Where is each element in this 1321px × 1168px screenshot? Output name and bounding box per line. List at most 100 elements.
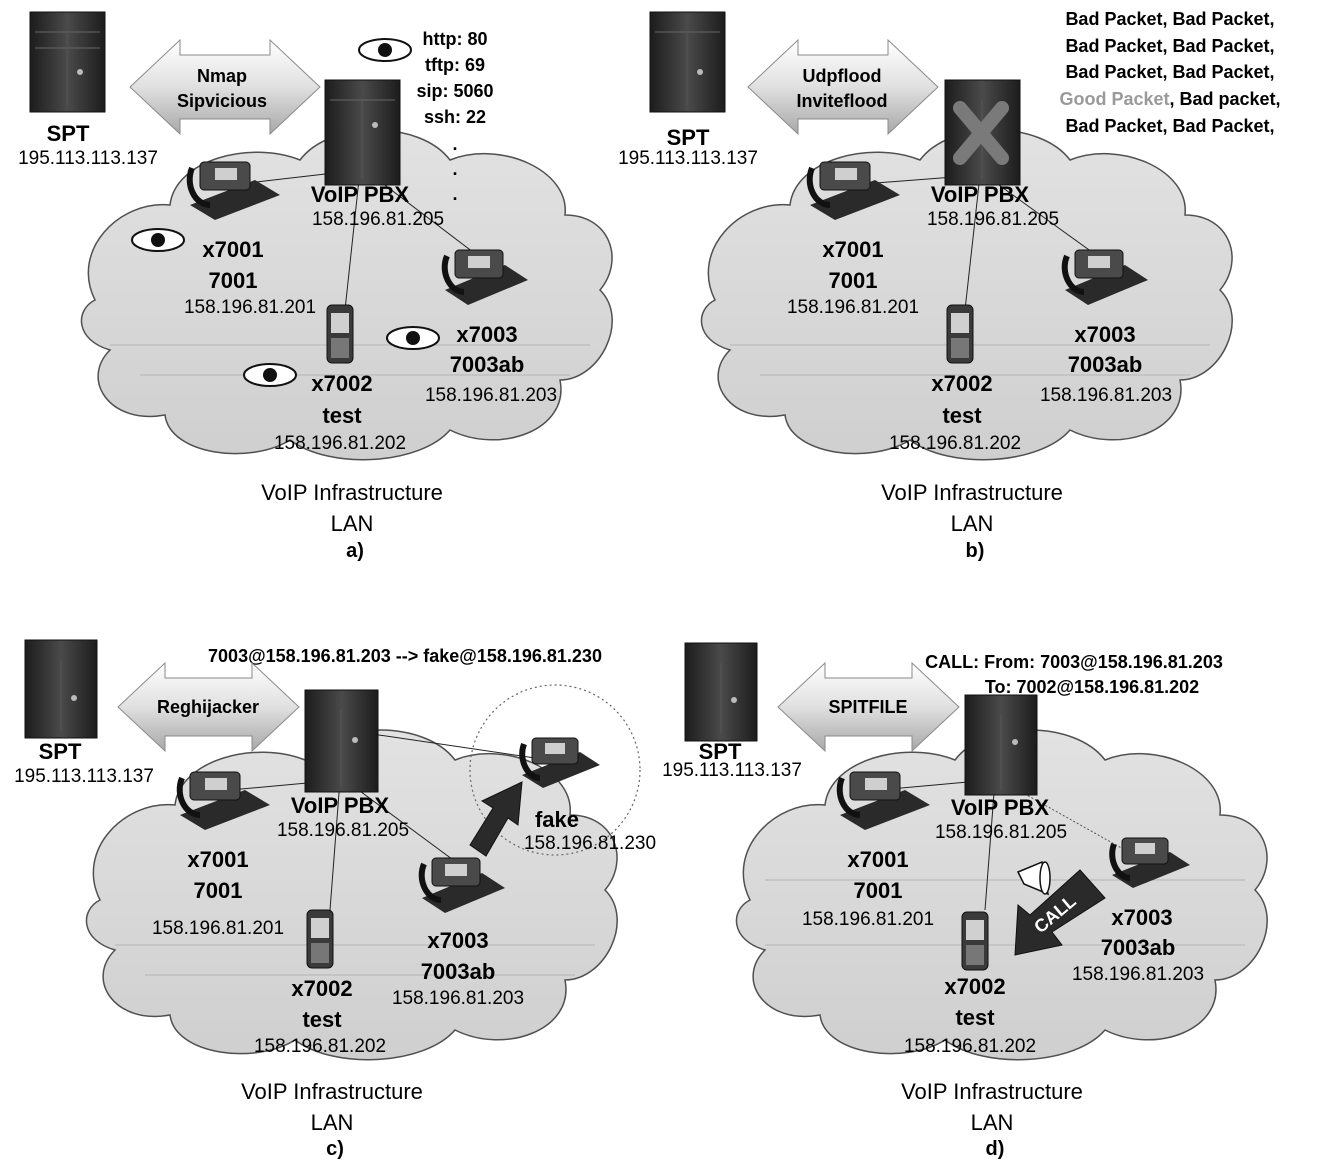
phone-secret: 7001: [829, 268, 878, 293]
infra-label: VoIP Infrastructure: [241, 1079, 423, 1104]
panel-c: SPT 195.113.113.137 7003@158.196.81.203 …: [14, 639, 656, 1160]
phone-ip: 158.196.81.201: [787, 297, 919, 318]
attacker-ip: 195.113.113.137: [618, 148, 758, 169]
desk-phone-icon: [806, 161, 900, 220]
eye-icon: [386, 326, 440, 350]
phone-ip: 158.196.81.201: [152, 918, 284, 939]
pbx-name: VoIP PBX: [311, 182, 410, 207]
phone-secret: 7003ab: [1068, 352, 1143, 377]
packet-text: , Bad packet,: [1169, 89, 1280, 109]
phone-ip: 158.196.81.202: [274, 433, 406, 454]
attacker-server: [29, 11, 106, 113]
phone-ip: 158.196.81.203: [1072, 964, 1204, 985]
tool-label-1: SPITFILE: [828, 697, 907, 717]
lan-label: LAN: [311, 1110, 354, 1135]
tool-label-1: Reghijacker: [157, 697, 259, 717]
port-item: .: [452, 184, 457, 204]
desk-phone-icon: [1061, 249, 1148, 305]
port-item: ssh: 22: [424, 107, 486, 127]
phone-ext: x7001: [187, 847, 248, 872]
good-packet-text: Good Packet: [1059, 89, 1169, 109]
phone-ip: 158.196.81.203: [425, 385, 557, 406]
flood-line: Bad Packet, Bad Packet,: [1065, 116, 1274, 136]
phone-ip: 158.196.81.203: [392, 988, 524, 1009]
pbx-ip: 158.196.81.205: [312, 209, 444, 230]
megaphone-icon: [1016, 860, 1051, 896]
mobile-phone-icon: [306, 909, 334, 969]
attacker-name: SPT: [39, 739, 82, 764]
pbx-name: VoIP PBX: [931, 182, 1030, 207]
panel-caption: d): [986, 1138, 1005, 1160]
port-item: sip: 5060: [416, 81, 493, 101]
lan-label: LAN: [951, 511, 994, 536]
tool-label-1: Nmap: [197, 66, 247, 86]
tool-label-2: Sipvicious: [177, 91, 267, 111]
panel-a: SPT 195.113.113.137 Nmap Sipvicious VoIP…: [18, 11, 613, 562]
phone-ip: 158.196.81.202: [904, 1036, 1036, 1057]
packet-text: Bad Packet, Bad Packet,: [1065, 9, 1274, 29]
pbx-server: [304, 689, 379, 793]
fake-name: fake: [535, 807, 579, 832]
panel-caption: c): [326, 1138, 344, 1160]
lan-label: LAN: [971, 1110, 1014, 1135]
port-item: .: [452, 134, 457, 154]
hijack-header: 7003@158.196.81.203 --> fake@158.196.81.…: [208, 646, 602, 666]
desk-phone-icon: [418, 857, 505, 913]
phone-ext: x7002: [931, 371, 992, 396]
phone-ip: 158.196.81.201: [184, 297, 316, 318]
attacker-ip: 195.113.113.137: [662, 760, 802, 781]
attack-tool-arrow: Reghijacker: [117, 661, 300, 753]
desk-phone-icon: [176, 771, 270, 830]
desk-phone-icon: [441, 249, 528, 305]
packet-text: Bad Packet, Bad Packet,: [1065, 62, 1274, 82]
tool-label-2: Inviteflood: [797, 91, 888, 111]
phone-ext: x7003: [1074, 322, 1135, 347]
eye-icon: [131, 228, 185, 252]
desk-phone-icon: [186, 161, 280, 220]
attacker-server: [684, 642, 758, 742]
port-list: http: 80 tftp: 69 sip: 5060 ssh: 22 . . …: [416, 29, 493, 204]
phone-ext: x7002: [311, 371, 372, 396]
phone-secret: test: [942, 403, 982, 428]
phone-secret: 7003ab: [1101, 935, 1176, 960]
panel-caption: b): [966, 540, 985, 562]
phone-ip: 158.196.81.201: [802, 909, 934, 930]
call-header-to: To: 7002@158.196.81.202: [985, 677, 1199, 697]
attacker-ip: 195.113.113.137: [18, 148, 158, 169]
phone-ext: x7002: [291, 976, 352, 1001]
attacker-ip: 195.113.113.137: [14, 766, 154, 787]
call-header-from: CALL: From: 7003@158.196.81.203: [925, 652, 1223, 672]
pbx-ip: 158.196.81.205: [927, 209, 1059, 230]
eye-icon: [358, 38, 412, 62]
pbx-name: VoIP PBX: [951, 795, 1050, 820]
phone-ext: x7001: [822, 237, 883, 262]
pbx-server: [964, 694, 1038, 796]
packet-text: Bad Packet, Bad Packet,: [1065, 36, 1274, 56]
flood-packets: Bad Packet, Bad Packet, Bad Packet, Bad …: [1059, 9, 1280, 136]
infra-label: VoIP Infrastructure: [901, 1079, 1083, 1104]
phone-secret: 7003ab: [421, 959, 496, 984]
pbx-name: VoIP PBX: [291, 793, 390, 818]
phone-ip: 158.196.81.203: [1040, 385, 1172, 406]
phone-secret: test: [302, 1007, 342, 1032]
mobile-phone-icon: [961, 911, 989, 971]
flood-line: Bad Packet, Bad Packet,: [1065, 62, 1274, 82]
attacker-server: [649, 11, 726, 113]
attack-tool-arrow: SPITFILE: [777, 661, 960, 753]
redirect-arrow: [469, 781, 523, 857]
pbx-server: [324, 79, 401, 186]
flood-line: Bad Packet, Bad Packet,: [1065, 36, 1274, 56]
tool-label-1: Udpflood: [803, 66, 882, 86]
eye-icon: [243, 363, 297, 387]
phone-secret: 7001: [854, 878, 903, 903]
phone-ext: x7003: [427, 928, 488, 953]
desk-phone-icon: [519, 737, 600, 788]
phone-secret: 7001: [209, 268, 258, 293]
phone-ext: x7002: [944, 974, 1005, 999]
attacker-name: SPT: [699, 739, 742, 764]
phone-secret: 7001: [194, 878, 243, 903]
flood-line: Good Packet, Bad packet,: [1059, 89, 1280, 109]
pbx-ip: 158.196.81.205: [277, 820, 409, 841]
mobile-phone-icon: [326, 304, 354, 364]
